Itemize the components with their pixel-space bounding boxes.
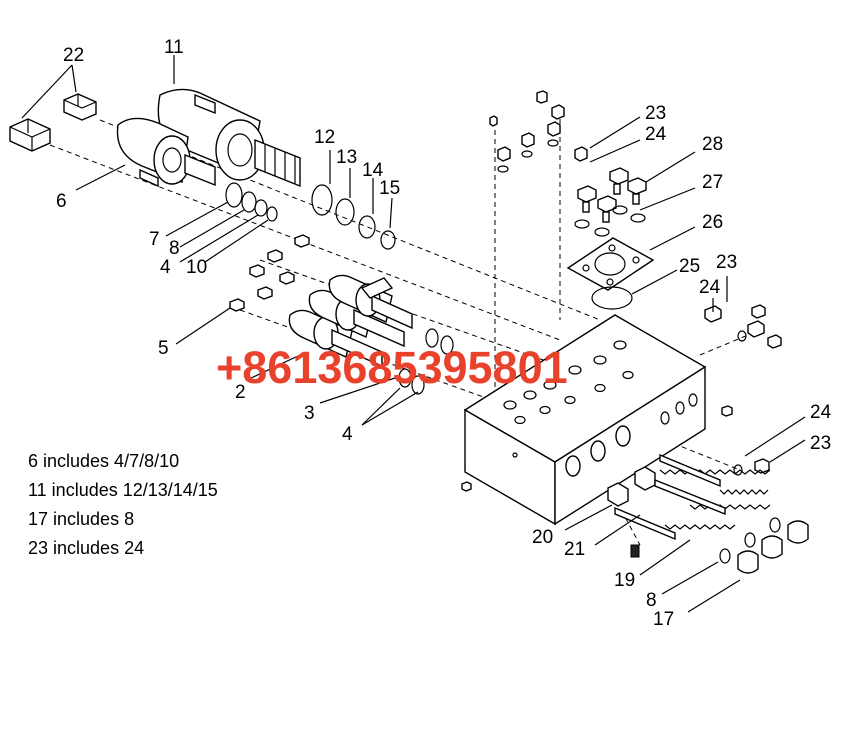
callout-23-mid: 23 — [716, 252, 737, 273]
callout-28: 28 — [702, 134, 723, 155]
parts-notes: 6 includes 4/7/8/10 11 includes 12/13/14… — [28, 447, 218, 563]
callout-24-top: 24 — [645, 124, 667, 145]
pins-20-21 — [607, 453, 726, 558]
note-item: 23 includes 24 — [28, 538, 145, 558]
note-item: 11 includes 12/13/14/15 — [28, 480, 218, 500]
bolts-28 — [577, 167, 647, 223]
callout-25: 25 — [679, 256, 700, 277]
callout-26: 26 — [702, 212, 723, 233]
callout-12: 12 — [314, 127, 335, 148]
right-fittings-23-24 — [461, 304, 782, 492]
solenoid-11 — [157, 88, 301, 188]
callout-15: 15 — [379, 178, 400, 199]
callout-23-top: 23 — [645, 103, 666, 124]
flange-26 — [566, 237, 655, 291]
callout-8b: 8 — [646, 590, 657, 611]
screws — [229, 234, 310, 312]
callout-27: 27 — [702, 172, 723, 193]
callout-20: 20 — [532, 527, 553, 548]
phone-watermark: +8613685395801 — [216, 342, 568, 393]
callout-21: 21 — [564, 539, 585, 560]
callout-13: 13 — [336, 147, 357, 168]
callout-17: 17 — [653, 609, 674, 630]
callout-23-right: 23 — [810, 433, 831, 454]
callout-4b: 4 — [342, 424, 353, 445]
callout-24-mid: 24 — [699, 277, 721, 298]
callout-14: 14 — [362, 160, 384, 181]
callout-4: 4 — [160, 257, 171, 278]
note-item: 6 includes 4/7/8/10 — [28, 451, 180, 471]
callout-2: 2 — [235, 382, 246, 403]
washers-27 — [574, 205, 646, 237]
callout-24-right: 24 — [810, 402, 832, 423]
callout-6: 6 — [56, 191, 67, 212]
top-fittings-23-24 — [489, 90, 588, 173]
solenoid-6 — [116, 117, 216, 188]
callout-10: 10 — [186, 257, 207, 278]
callout-5: 5 — [158, 338, 169, 359]
callout-8: 8 — [169, 238, 180, 259]
leader-lines — [21, 55, 806, 613]
springs-19 — [659, 469, 771, 530]
callout-22: 22 — [63, 45, 84, 66]
callout-3: 3 — [304, 403, 315, 424]
o-ring-25 — [591, 286, 633, 310]
callout-7: 7 — [149, 229, 160, 250]
callout-labels: 22 11 6 12 13 14 15 7 8 4 10 5 2 3 4 23 … — [56, 37, 832, 630]
plugs-17 — [719, 517, 809, 574]
o-rings-near-block — [398, 328, 454, 395]
callout-19: 19 — [614, 570, 635, 591]
o-rings-12-15 — [311, 184, 396, 250]
valve-block — [463, 314, 707, 526]
callout-11: 11 — [164, 37, 184, 58]
o-rings-7-8-4-10 — [225, 182, 278, 222]
connector-22 — [9, 93, 97, 152]
spool-valves-2-3 — [288, 274, 413, 368]
note-item: 17 includes 8 — [28, 509, 135, 529]
